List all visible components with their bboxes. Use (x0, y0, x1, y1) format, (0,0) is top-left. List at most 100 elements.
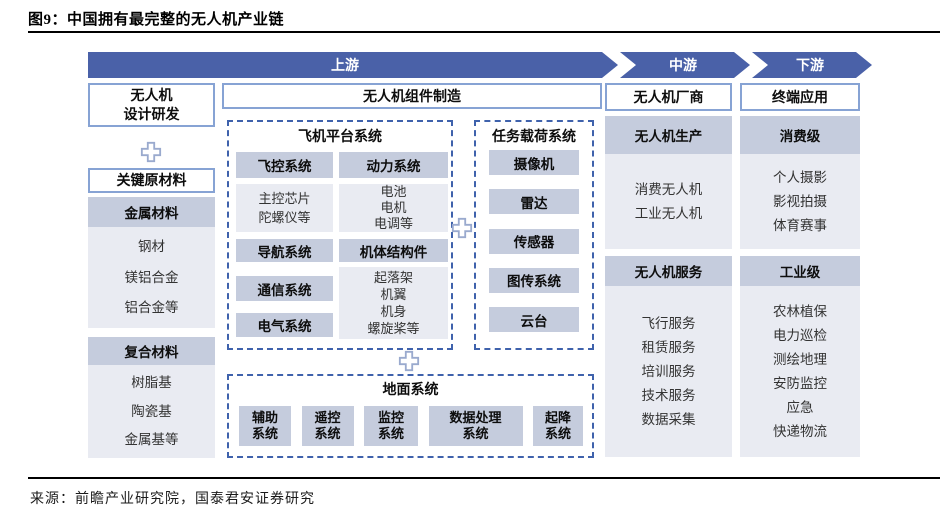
airframe-structure-header: 机体结构件 (339, 239, 448, 262)
design-rd-box: 无人机 设计研发 (88, 83, 215, 127)
communication-system-label: 通信系统 (257, 282, 312, 298)
list-item: 云台 (489, 307, 579, 332)
electrical-system-header: 电气系统 (236, 313, 333, 337)
list-item: 安防监控 (773, 375, 827, 391)
list-item-line: 系统 (251, 426, 278, 441)
stage-label-downstream: 下游 (796, 57, 824, 73)
list-item: 螺旋桨等 (367, 321, 420, 336)
list-item-line: 系统 (462, 426, 489, 441)
consumer-grade-list: 个人摄影 影视拍摄 体育赛事 (740, 154, 860, 249)
list-item-line: 起降 (544, 410, 571, 425)
list-item: 监控 系统 (364, 406, 418, 446)
list-item: 主控芯片 (258, 191, 311, 206)
list-item: 机身 (380, 304, 407, 319)
list-item: 培训服务 (641, 363, 696, 379)
list-item-line: 系统 (377, 426, 404, 441)
component-manufacturing-box: 无人机组件制造 (222, 83, 602, 109)
electrical-system-label: 电气系统 (257, 319, 312, 334)
uav-production-label: 无人机生产 (634, 129, 703, 144)
list-item: 消费无人机 (634, 181, 703, 197)
consumer-grade-header: 消费级 (740, 116, 860, 154)
ground-system-box: 地面系统 辅助 系统 遥控 系统 监控 系统 数据处理 系统 起降 系统 (227, 374, 594, 458)
power-system-header: 动力系统 (339, 152, 448, 178)
list-item: 陀螺仪等 (258, 210, 311, 225)
power-system-items: 电池 电机 电调等 (339, 184, 448, 232)
uav-production-header: 无人机生产 (605, 116, 732, 154)
list-item: 辅助 系统 (239, 406, 291, 446)
stage-arrow-downstream: 下游 (752, 52, 872, 78)
consumer-grade-label: 消费级 (779, 129, 821, 144)
composite-materials-header: 复合材料 (88, 337, 215, 365)
list-item: 起落架 (373, 270, 413, 285)
list-item: 机翼 (380, 287, 407, 302)
metal-materials-label: 金属材料 (124, 206, 179, 221)
list-item: 数据采集 (641, 411, 696, 427)
end-applications-label: 终端应用 (772, 88, 828, 105)
list-item: 电力巡检 (773, 327, 827, 343)
power-system-label: 动力系统 (366, 159, 421, 174)
flight-control-label: 飞控系统 (257, 159, 312, 174)
list-item: 遥控 系统 (301, 406, 354, 446)
industrial-grade-header: 工业级 (740, 256, 860, 286)
list-item: 铝合金等 (124, 299, 179, 315)
source-divider-rule (28, 477, 940, 479)
composite-materials-list: 树脂基 陶瓷基 金属基等 (88, 365, 215, 458)
list-item-line: 辅助 (251, 410, 278, 425)
uav-manufacturers-box: 无人机厂商 (605, 83, 732, 111)
list-item: 摄像机 (489, 150, 579, 175)
list-item: 快递物流 (773, 423, 827, 439)
list-item-line: 监控 (377, 410, 404, 425)
list-item: 飞行服务 (641, 315, 696, 331)
flight-control-items: 主控芯片 陀螺仪等 (236, 184, 333, 232)
payload-system-box: 任务载荷系统 摄像机 雷达 传感器 图传系统 云台 (474, 120, 594, 350)
navigation-system-header: 导航系统 (236, 239, 333, 262)
list-item-line: 系统 (314, 426, 341, 441)
uav-production-list: 消费无人机 工业无人机 (605, 154, 732, 249)
stage-arrow-upstream: 上游 (88, 52, 618, 78)
list-item: 起降 系统 (533, 406, 583, 446)
navigation-system-label: 导航系统 (257, 244, 312, 260)
design-rd-line1: 无人机 (130, 87, 173, 103)
ground-system-list: 辅助 系统 遥控 系统 监控 系统 数据处理 系统 起降 系统 (239, 403, 583, 449)
payload-system-title: 任务载荷系统 (492, 128, 576, 144)
ground-system-title: 地面系统 (382, 381, 439, 397)
list-item: 陶瓷基 (131, 403, 172, 419)
list-item: 影视拍摄 (773, 193, 827, 209)
list-item: 金属基等 (124, 431, 179, 447)
list-item: 钢材 (138, 239, 165, 255)
list-item: 镁铝合金 (124, 269, 179, 285)
composite-materials-label: 复合材料 (124, 345, 179, 360)
plus-connector-icon (398, 350, 420, 372)
payload-system-list: 摄像机 雷达 传感器 图传系统 云台 (489, 150, 579, 332)
list-item: 测绘地理 (773, 351, 827, 367)
key-raw-materials-box: 关键原材料 (88, 168, 215, 193)
list-item: 租赁服务 (641, 339, 696, 355)
metal-materials-list: 钢材 镁铝合金 铝合金等 (88, 227, 215, 328)
industrial-grade-list: 农林植保 电力巡检 测绘地理 安防监控 应急 快递物流 (740, 286, 860, 457)
list-item: 技术服务 (641, 387, 696, 403)
title-underline-rule (28, 31, 940, 33)
metal-materials-header: 金属材料 (88, 197, 215, 227)
list-item: 电机 (380, 200, 407, 215)
flight-control-header: 飞控系统 (236, 152, 333, 178)
communication-system-header: 通信系统 (236, 276, 333, 301)
uav-manufacturers-label: 无人机厂商 (633, 88, 704, 105)
list-item: 电调等 (373, 216, 413, 231)
stage-label-upstream: 上游 (331, 57, 359, 73)
list-item: 图传系统 (489, 267, 579, 293)
stage-label-midstream: 中游 (669, 57, 697, 73)
plus-connector-icon (140, 141, 162, 163)
list-item: 树脂基 (131, 375, 172, 391)
platform-system-box: 飞机平台系统 飞控系统 主控芯片 陀螺仪等 导航系统 通信系统 电气系统 动力系… (227, 120, 453, 350)
list-item: 应急 (786, 399, 814, 415)
list-item: 电池 (380, 184, 407, 199)
uav-services-header: 无人机服务 (605, 256, 732, 286)
industrial-grade-label: 工业级 (779, 265, 821, 280)
key-raw-materials-label: 关键原材料 (116, 172, 187, 188)
list-item-line: 数据处理 (449, 410, 502, 425)
stage-arrow-midstream: 中游 (620, 52, 750, 78)
airframe-structure-items: 起落架 机翼 机身 螺旋桨等 (339, 267, 448, 339)
plus-connector-icon (451, 217, 473, 239)
list-item: 个人摄影 (773, 169, 827, 185)
